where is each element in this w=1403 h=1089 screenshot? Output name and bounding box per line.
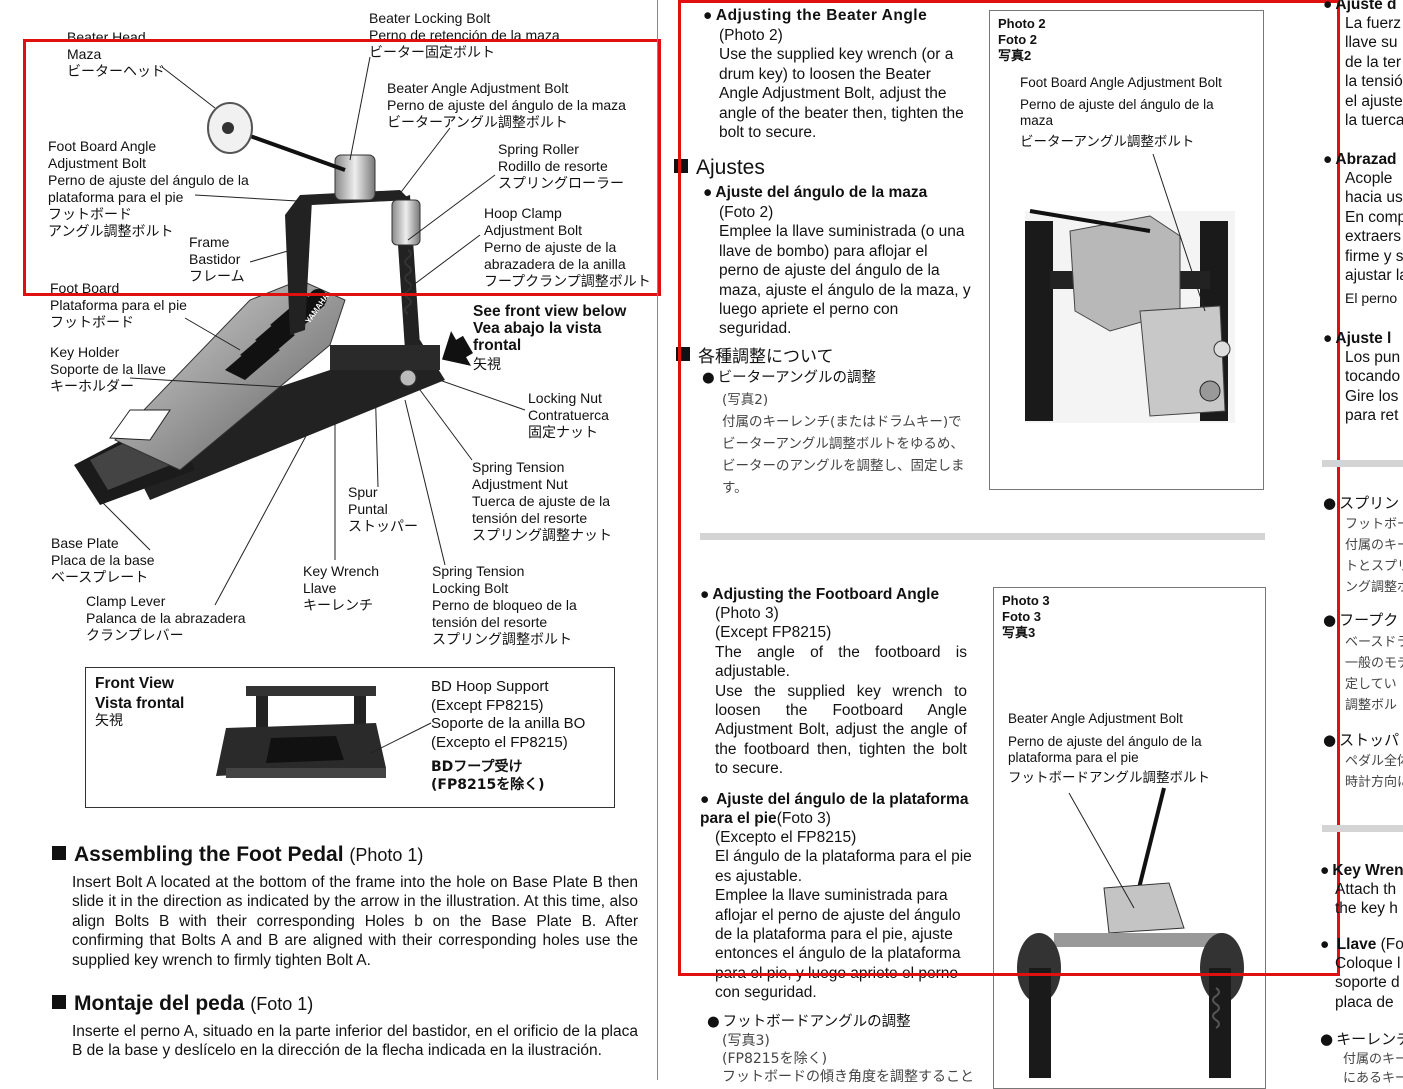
footboard-angle-title-es-sub: (Foto 3): [776, 810, 831, 828]
key-holder-label: Key Holder Soporte de la llave キーホルダー: [50, 344, 166, 394]
assembly-body-es: Inserte el perno A, situado en la parte …: [72, 1023, 638, 1060]
ajustes-heading-text: Ajustes: [696, 156, 765, 179]
right-j1b: フットボー 付属のキー トとスプリ ング調整ボ: [1345, 517, 1403, 595]
footboard-angle-title-en: Adjusting the Footboard Angle: [700, 585, 980, 604]
foot-board-label: Foot Board Plataforma para el pie フットボード: [50, 280, 187, 330]
assembly-heading-es: Montaje del peda (Foto 1): [52, 992, 313, 1016]
assembly-heading-en: Assembling the Foot Pedal (Photo 1): [52, 843, 423, 867]
key-wrench-label: Key Wrench Llave キーレンチ: [303, 563, 379, 613]
section-square-icon-3: [674, 159, 688, 173]
photo-2-label: Foot Board Angle Adjustment Bolt: [1020, 75, 1222, 90]
front-view-box: Front View Vista frontal 矢視 BD Hoop Supp…: [85, 667, 615, 808]
spring-tension-nut-label: Spring Tension Adjustment Nut Tuerca de …: [472, 459, 612, 543]
beater-angle-title-jp: ビーターアングルの調整: [702, 369, 972, 388]
base-plate-shape: [120, 340, 445, 500]
right-k3: キーレンチ: [1320, 1030, 1403, 1049]
bd-hoop-jp-label: BDフープ受け (FP8215を除く): [431, 759, 545, 793]
photo-2-image: [1025, 153, 1235, 423]
beater-angle-body-jp: (写真2) 付属のキーレンチ(またはドラムキー)でビーターアングル調整ボルトをゆ…: [722, 392, 965, 496]
right-l1: Ajuste d: [1323, 0, 1403, 14]
right-p2: Acople hacia us En comp extraers firme y…: [1345, 170, 1403, 285]
right-j2: フープク: [1323, 611, 1403, 630]
beater-head-label: Beater Head Maza ビーターヘッド: [67, 29, 165, 79]
right-k1b: Attach th the key h: [1335, 881, 1398, 918]
assembly-heading-es-sub: (Foto 1): [250, 994, 314, 1014]
photo-2-caption: Photo 2 Foto 2 写真2: [998, 16, 1046, 63]
pedal-illustration: [74, 56, 526, 606]
assembly-heading-es-text: Montaje del peda: [74, 992, 245, 1015]
footboard-angle-title-es: Ajuste del ángulo de la plataforma para …: [700, 790, 980, 829]
bd-hoop-label: BD Hoop Support (Except FP8215) Soporte …: [431, 678, 586, 751]
photo-2-label-jp: ビーターアングル調整ボルト: [1020, 134, 1195, 150]
right-j3: ストッパ: [1323, 731, 1403, 750]
right-k2-sub: (Fo: [1380, 936, 1403, 953]
clamp-lever-label: Clamp Lever Palanca de la abrazadera クラン…: [86, 593, 246, 643]
front-view-title-jp: 矢視: [95, 712, 123, 728]
section-divider-1: [700, 533, 1265, 540]
right-k2b: Coloque l soporte d placa de: [1335, 955, 1401, 1011]
jp-section-heading-text: 各種調整について: [698, 347, 834, 367]
assembly-heading-en-sub: (Photo 1): [349, 845, 424, 865]
right-divider-2: [1322, 825, 1403, 832]
footboard-angle-body-jp: (写真3) (FP8215を除く) フットボードの傾き角度を調整すること: [722, 1033, 974, 1085]
front-view-illustration: [216, 686, 432, 778]
footboard-angle-body-es: (Excepto el FP8215) El ángulo de la plat…: [715, 829, 972, 1002]
section-square-icon-4: [676, 347, 690, 361]
hoop-clamp-bolt-label: Hoop Clamp Adjustment Bolt Perno de ajus…: [484, 205, 651, 289]
beater-angle-body-en: (Photo 2) Use the supplied key wrench (o…: [719, 27, 964, 142]
beater-angle-bolt-label: Beater Angle Adjustment Bolt Perno de aj…: [387, 80, 626, 130]
foot-board-angle-bolt-label: Foot Board Angle Adjustment Bolt Perno d…: [48, 138, 249, 239]
spring-roller-label: Spring Roller Rodillo de resorte スプリングロー…: [498, 141, 624, 191]
base-plate-label: Base Plate Placa de la base ベースプレート: [51, 535, 155, 585]
frame-label: Frame Bastidor フレーム: [189, 234, 245, 284]
frame-shape: [285, 195, 312, 335]
front-view-arrow: [442, 331, 473, 366]
photo-3-image: [1017, 787, 1244, 1078]
photo-2: Photo 2 Foto 2 写真2 Foot Board Angle Adju…: [989, 10, 1264, 490]
right-k2: Llave (Fo: [1320, 935, 1403, 954]
photo-3-caption: Photo 3 Foto 3 写真3: [1002, 593, 1050, 640]
right-k2-text: Llave: [1336, 936, 1377, 953]
footboard-angle-title-es-text: Ajuste del ángulo de la plataforma para …: [700, 791, 969, 828]
column-separator: [657, 0, 658, 1080]
photo-2-label-es: Perno de ajuste del ángulo de la maza: [1020, 97, 1214, 128]
right-p1: La fuerz llave su de la ter la tensió el…: [1345, 15, 1403, 130]
right-p3: Los pun tocando Gire los para ret: [1345, 349, 1401, 425]
right-divider-1: [1322, 460, 1403, 467]
right-p2b: El perno: [1345, 290, 1398, 306]
right-j3b: ペダル全体 時計方向に: [1345, 754, 1403, 790]
right-k1: Key Wren: [1320, 861, 1403, 880]
section-square-icon-2: [52, 995, 66, 1009]
right-j1: スプリン: [1323, 494, 1403, 513]
assembly-body-en: Insert Bolt A located at the bottom of t…: [72, 874, 638, 969]
photo-3-label: Beater Angle Adjustment Bolt: [1008, 711, 1183, 726]
section-square-icon: [52, 846, 66, 860]
right-k3b: 付属のキー にあるキー: [1343, 1052, 1403, 1086]
front-view-title: Front View Vista frontal: [95, 675, 185, 712]
see-front-view-label: See front view below Vea abajo la vista …: [473, 303, 627, 354]
photo-3: Photo 3 Foto 3 写真3 Beater Angle Adjustme…: [993, 587, 1266, 1089]
beater-angle-body-es: (Foto 2) Emplee la llave suministrada (o…: [719, 204, 971, 338]
spur-label: Spur Puntal ストッパー: [348, 484, 418, 534]
footboard-angle-title-jp: フットボードアングルの調整: [707, 1013, 977, 1032]
ajustes-heading: Ajustes: [674, 156, 765, 180]
locking-nut-label: Locking Nut Contratuerca 固定ナット: [528, 390, 609, 440]
photo-3-label-es: Perno de ajuste del ángulo de la platafo…: [1008, 734, 1202, 765]
spring-locking-bolt-label: Spring Tension Locking Bolt Perno de blo…: [432, 563, 577, 647]
beater-locking-bolt-label: Beater Locking Bolt Perno de retención d…: [369, 10, 560, 60]
see-front-view-jp-label: 矢視: [473, 356, 501, 372]
beater-angle-title-en: Adjusting the Beater Angle: [703, 6, 973, 25]
right-l3: Ajuste l: [1323, 329, 1403, 348]
jp-section-heading: 各種調整について: [676, 342, 834, 367]
beater-angle-title-es: Ajuste del ángulo de la maza: [703, 183, 973, 202]
pedal-diagram: Beater Head Maza ビーターヘッド Beater Locking …: [0, 0, 655, 660]
assembly-heading-en-text: Assembling the Foot Pedal: [74, 843, 344, 866]
photo-3-label-jp: フットボードアングル調整ボルト: [1008, 770, 1210, 786]
right-j2b: ベースドラ 一般のモデ 定してい 調整ボル: [1345, 635, 1403, 713]
footboard-angle-body-en: (Photo 3) (Except FP8215) The angle of t…: [715, 605, 967, 778]
right-l2: Abrazad: [1323, 150, 1403, 169]
